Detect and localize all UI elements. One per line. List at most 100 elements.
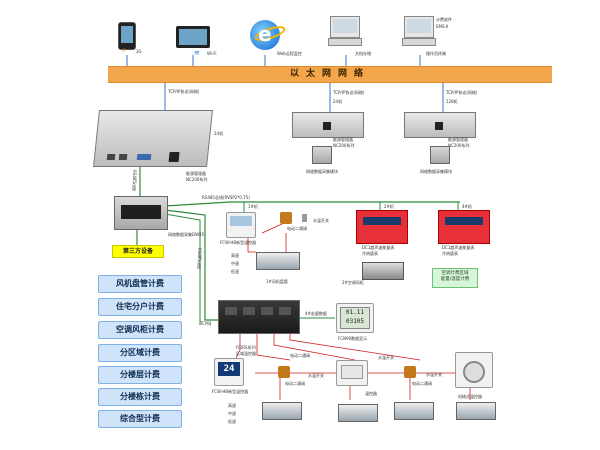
temp-b1-label: 水温开关 xyxy=(308,373,324,378)
wire-ctrl-3 xyxy=(273,330,356,361)
ac-billing-area: 空调计费区域 能量/温度计费 xyxy=(432,268,478,288)
legend-item-building[interactable]: 分楼栋计费 xyxy=(98,388,182,406)
sub-server-2-series: NC200系列 xyxy=(448,143,470,148)
meter2-sub: 冷热量表 xyxy=(442,251,458,256)
temp-b2-label: 水温开关 xyxy=(426,372,442,377)
branch-3-label: 4#机 xyxy=(462,204,472,209)
branch-1-label: 1#机 xyxy=(248,204,258,209)
fan-coil-b2 xyxy=(338,404,378,422)
top-port-2: 中速 xyxy=(231,261,239,266)
legend-item-zone[interactable]: 分区域计费 xyxy=(98,344,182,362)
gateway-bus-label: RS485总线 xyxy=(132,170,137,191)
temp-c-label: 水温开关 xyxy=(378,355,394,360)
sub-server-2-name: 能源管理器 xyxy=(448,137,468,142)
fan-coil-b1 xyxy=(262,402,302,420)
two-way-valve-b2 xyxy=(404,366,416,378)
link-mid-count: 24机 xyxy=(333,99,343,104)
bottom-port-1: 高速 xyxy=(228,403,236,408)
link-right-count: 128机 xyxy=(446,99,458,104)
rs485-bus-vertical xyxy=(164,209,218,321)
rs485-vertical-label: RS485总线 xyxy=(197,248,202,269)
tablet-icon xyxy=(176,26,210,48)
readout-title: 4#宏量数据 xyxy=(305,311,327,316)
dial-thermostat xyxy=(455,352,493,388)
thermostat-label: FCW-HB新型温控器 xyxy=(220,240,257,245)
bottom-thermostat-label: FCW-HB新型温控器 xyxy=(212,389,249,394)
wifi-icon: ≋ xyxy=(194,49,200,57)
bottom-port-3: 低速 xyxy=(228,419,236,424)
sub-module-2-label: 网络数据采集模块 xyxy=(420,169,452,174)
two-way-valve-b1 xyxy=(278,366,290,378)
zone-controller xyxy=(218,300,300,334)
wire-top-3 xyxy=(261,223,283,234)
ethernet-bus: 以太网网络 xyxy=(108,66,552,83)
wire-top-1 xyxy=(247,236,256,253)
legend-item-ahu[interactable]: 空调风柜计费 xyxy=(98,321,182,339)
ethernet-label: 以太网网络 xyxy=(289,69,370,79)
keyboard-icon xyxy=(328,38,362,46)
controller-label: FCIRS系列 xyxy=(236,345,256,350)
bottom-port-2: 中速 xyxy=(228,411,236,416)
legend-item-combined[interactable]: 综合型计费 xyxy=(98,410,182,428)
readout-caption: FCN90数据显示 xyxy=(338,336,368,341)
fan-coil-unit xyxy=(256,252,300,270)
main-energy-server xyxy=(93,110,213,167)
ac-area-line2: 能量/温度计费 xyxy=(440,277,470,283)
fan-coil-b4 xyxy=(456,402,496,420)
desktop-pc-icon xyxy=(330,16,360,38)
legend-item-residential[interactable]: 住宅分户计费 xyxy=(98,298,182,316)
sub-server-1-name: 能源管理器 xyxy=(333,137,353,142)
tablet-label: Wi-Fi xyxy=(207,51,217,56)
energy-meter-1 xyxy=(356,210,408,244)
temp-switch xyxy=(302,214,307,222)
sub-module-1-label: 网络数据采集模块 xyxy=(306,169,338,174)
ie-label: Web远程监控 xyxy=(277,51,302,56)
sub-server-1-series: NC200系列 xyxy=(333,143,355,148)
meter1-label: DC1超声波能量表 xyxy=(362,245,395,250)
gateway-name: 网络数据采集DW85 xyxy=(168,232,205,237)
data-module-1 xyxy=(312,146,332,164)
link-right-label: TCP/IP协议(网络) xyxy=(446,90,478,95)
third-party-devices: 第三方设备 xyxy=(112,245,164,258)
smartphone-icon xyxy=(118,22,136,50)
main-server-count: 24机 xyxy=(214,131,224,136)
desktop-pc-icon-2 xyxy=(404,16,434,38)
legend-item-floor[interactable]: 分楼层计费 xyxy=(98,366,182,384)
main-server-series: NC200系列 xyxy=(186,177,208,182)
keyboard-icon-2 xyxy=(402,38,436,46)
valve-c-label: 电动二通阀 xyxy=(290,353,310,358)
ahu-label: 2#空调风柜 xyxy=(342,280,364,285)
top-port-3: 低速 xyxy=(231,269,239,274)
main-server-name: 能源管理器 xyxy=(186,171,206,176)
wire-ctrl-1 xyxy=(234,330,241,361)
pc1-label: 文档存储 xyxy=(355,51,371,56)
rs485-bus-vertical-2 xyxy=(164,213,201,325)
readout-display: 01.11 03105 xyxy=(336,303,374,333)
fan-coil-b3 xyxy=(394,402,434,420)
valve-b2-label: 电动二通阀 xyxy=(412,381,432,386)
link-mid-label: TCP/IP协议(网络) xyxy=(333,90,365,95)
meter2-label: DC1超声波能量表 xyxy=(442,245,475,250)
link-left-label: TCP/IP协议(网络) xyxy=(168,89,200,94)
branch-2-label: 2#机 xyxy=(384,204,394,209)
meter1-sub: 冷热量表 xyxy=(362,251,378,256)
pc2-label: 计费软件 xyxy=(436,17,452,22)
pc2-sub: EMS-Ⅱ xyxy=(436,24,448,29)
dial-label: 机械式温控器 xyxy=(458,394,482,399)
temp-switch-label: 水温开关 xyxy=(313,218,329,223)
data-gateway xyxy=(114,196,168,230)
valve-b1-label: 电动二通阀 xyxy=(285,381,305,386)
data-module-2 xyxy=(430,146,450,164)
bottom-thermostat-temp: 24 xyxy=(218,362,240,376)
valve-label: 电动二通阀 xyxy=(287,226,307,231)
readout-bottom: 03105 xyxy=(345,318,365,325)
controller-sub: 区域温控器 xyxy=(236,351,256,356)
panel-thermostat xyxy=(336,360,368,386)
sub-energy-server-2 xyxy=(404,112,476,138)
two-way-valve xyxy=(280,212,292,224)
legend-item-fcu[interactable]: 风机盘管计费 xyxy=(98,275,182,293)
air-handler-unit xyxy=(362,262,404,280)
controller-tcp: TCP网 xyxy=(200,321,212,326)
top-port-1: 高速 xyxy=(231,253,239,258)
browser-icon: e xyxy=(250,20,287,50)
